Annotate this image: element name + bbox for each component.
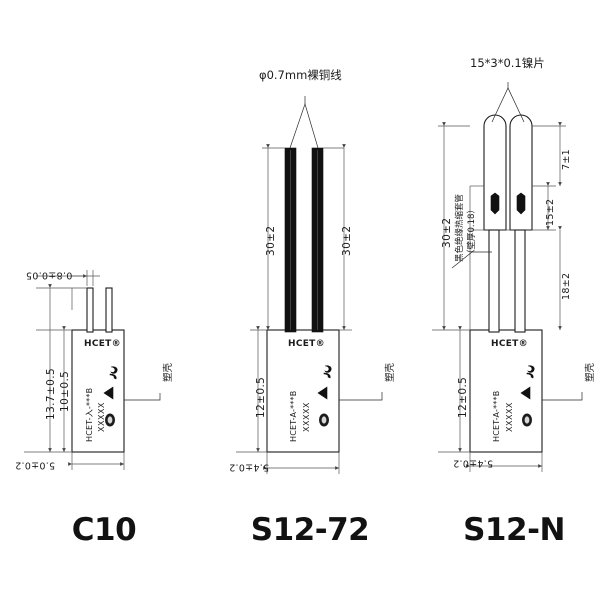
- s1272-callout-plastic-shell: 塑壳: [385, 362, 396, 382]
- s12n-dim-sleeve-length: 15±2: [545, 198, 556, 226]
- s1272-callout-bare-copper-wire: φ0.7mm裸铜线: [259, 68, 342, 82]
- s1272-part-code: HCET-A-***B: [289, 390, 298, 442]
- model-label-s12-n: S12-N: [463, 512, 565, 548]
- model-s12-n-drawing: [432, 82, 583, 472]
- c10-callout-plastic-shell: 塑壳: [163, 362, 174, 382]
- s1272-dim-body-width: 5.4±0.2: [228, 461, 270, 473]
- s12n-marks: [520, 365, 535, 427]
- c10-brand-mark: HCET®: [84, 339, 121, 349]
- model-c10-drawing: [24, 270, 161, 470]
- model-s12-72-drawing: [236, 96, 383, 474]
- s12n-sleeve-right: [509, 114, 533, 231]
- c10-dim-body-width: 5.0±0.2: [14, 459, 56, 471]
- s12n-callout-heat-shrink-tube: 黑色绝缘热缩套管: [455, 193, 465, 262]
- s12n-callout-nickel-strip: 15*3*0.1镍片: [470, 56, 545, 70]
- s12n-brand-mark: HCET®: [491, 339, 528, 349]
- c10-dim-pin-thickness: 0.8±0.05: [25, 269, 73, 281]
- s12n-dim-body-height: 12±0.5: [457, 376, 469, 418]
- s1272-dim-lead-left: 30±2: [265, 225, 277, 256]
- c10-pin-left: [86, 287, 94, 333]
- model-label-row: C10 S12-72 S12-N: [0, 505, 600, 555]
- s12n-part-code: HCET-A-***B: [492, 390, 501, 442]
- s12n-callout-plastic-shell: 塑壳: [585, 362, 596, 382]
- s12n-serial: XXXXX: [505, 402, 514, 432]
- s12n-dim-body-width: 5.4±0.2: [452, 457, 494, 469]
- s1272-marks: [317, 365, 332, 427]
- c10-dim-body-height: 10±0.5: [59, 370, 71, 412]
- s12n-lead-left: [488, 229, 500, 333]
- s1272-brand-mark: HCET®: [288, 339, 325, 349]
- c10-pin-right: [105, 287, 113, 333]
- s1272-dim-body-height: 12±0.5: [255, 376, 267, 418]
- model-label-s12-72: S12-72: [250, 512, 370, 548]
- c10-serial: XXXXX: [97, 402, 106, 432]
- s1272-dim-lead-right: 30±2: [341, 225, 353, 256]
- s12n-sleeve-left: [483, 114, 507, 231]
- s12n-callout-heat-shrink-wall: （壁厚0.18）: [467, 205, 477, 258]
- c10-body: [71, 329, 125, 453]
- s1272-serial: XXXXX: [302, 402, 311, 432]
- s12n-dim-tip-length: 7±1: [561, 149, 572, 170]
- c10-part-code: HCET-入-***B: [85, 387, 94, 442]
- s12n-dim-overall-lead: 30±2: [441, 217, 453, 248]
- s12n-terminal-left: [490, 192, 500, 215]
- s12n-terminal-right: [516, 192, 526, 215]
- s12n-lead-right: [514, 229, 526, 333]
- model-label-c10: C10: [71, 512, 137, 548]
- c10-dim-overall-height: 13.7±0.5: [45, 367, 57, 420]
- c10-marks: [103, 366, 118, 427]
- s12n-dim-lower-length: 18±2: [561, 272, 572, 300]
